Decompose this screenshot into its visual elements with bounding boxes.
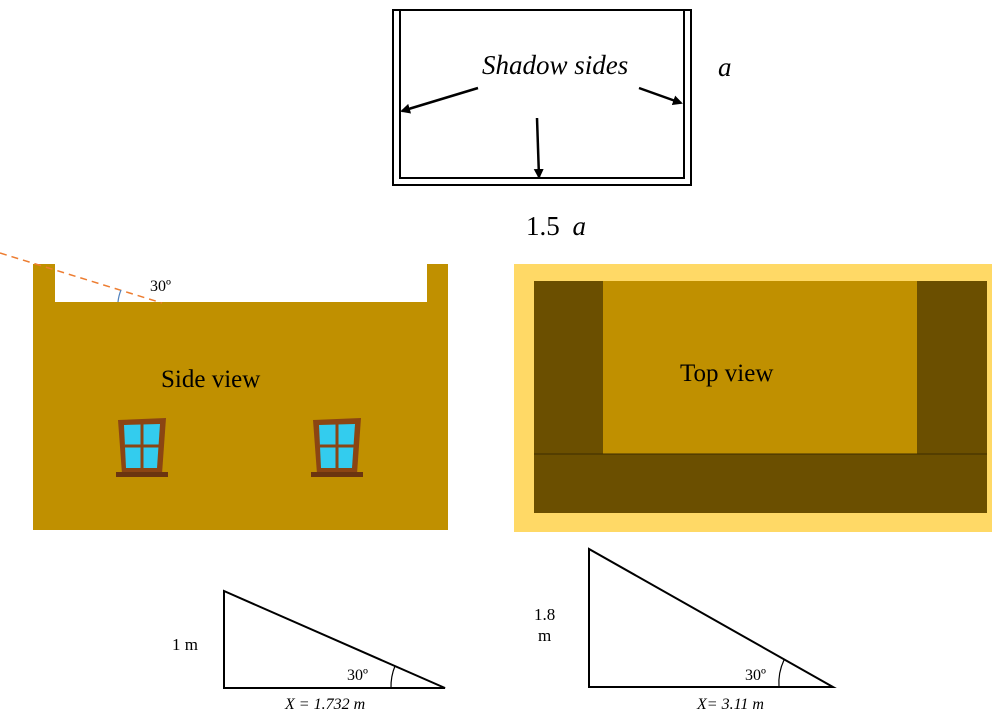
window-sill — [311, 472, 363, 477]
arrow-left-shadow — [400, 86, 479, 114]
shadow-bottom — [534, 454, 987, 513]
triangle-left-angle: 30º — [347, 667, 368, 684]
triangle-left: 1 m 30º X = 1.732 m — [172, 589, 446, 713]
side-view-title: Side view — [161, 366, 260, 393]
bottom-length-var: a — [573, 211, 587, 241]
room-plan-diagram: Shadow sides a 1.5 a — [392, 9, 732, 241]
sun-ray-line — [0, 252, 163, 304]
bottom-length-factor: 1.5 — [526, 211, 560, 241]
side-angle-label: 30º — [150, 278, 171, 295]
triangle-left-height: 1 m — [172, 635, 198, 654]
angle-arc-right — [778, 659, 785, 688]
triangle-right-angle: 30º — [745, 667, 766, 684]
building-wall — [33, 264, 448, 530]
shadow-sides-label: Shadow sides — [482, 50, 628, 80]
triangle-right-height-line2: m — [538, 626, 551, 645]
top-view-title: Top view — [680, 360, 773, 387]
arrow-right-shadow — [638, 86, 683, 106]
arrow-bottom-shadow — [533, 117, 544, 179]
triangle-right-shape — [588, 547, 837, 688]
triangle-right-height-line1: 1.8 — [534, 605, 555, 624]
window-right — [311, 418, 363, 477]
top-view-panel: Top view — [514, 264, 992, 532]
window-left — [116, 418, 168, 477]
triangle-left-shape — [223, 589, 446, 689]
side-length-label: a — [718, 52, 732, 82]
window-sill — [116, 472, 168, 477]
triangle-right: 1.8 m 30º X= 3.11 m — [534, 547, 837, 713]
triangle-right-base: X= 3.11 m — [696, 696, 764, 713]
side-view-panel: 30º Side view — [0, 252, 448, 530]
angle-arc-left — [390, 665, 396, 689]
triangle-left-base: X = 1.732 m — [284, 696, 365, 713]
bottom-length-label: 1.5 a — [526, 211, 586, 241]
room-outer-border — [392, 9, 692, 186]
angle-arc-side — [117, 289, 122, 303]
room-inner-shadow-line — [399, 10, 685, 179]
